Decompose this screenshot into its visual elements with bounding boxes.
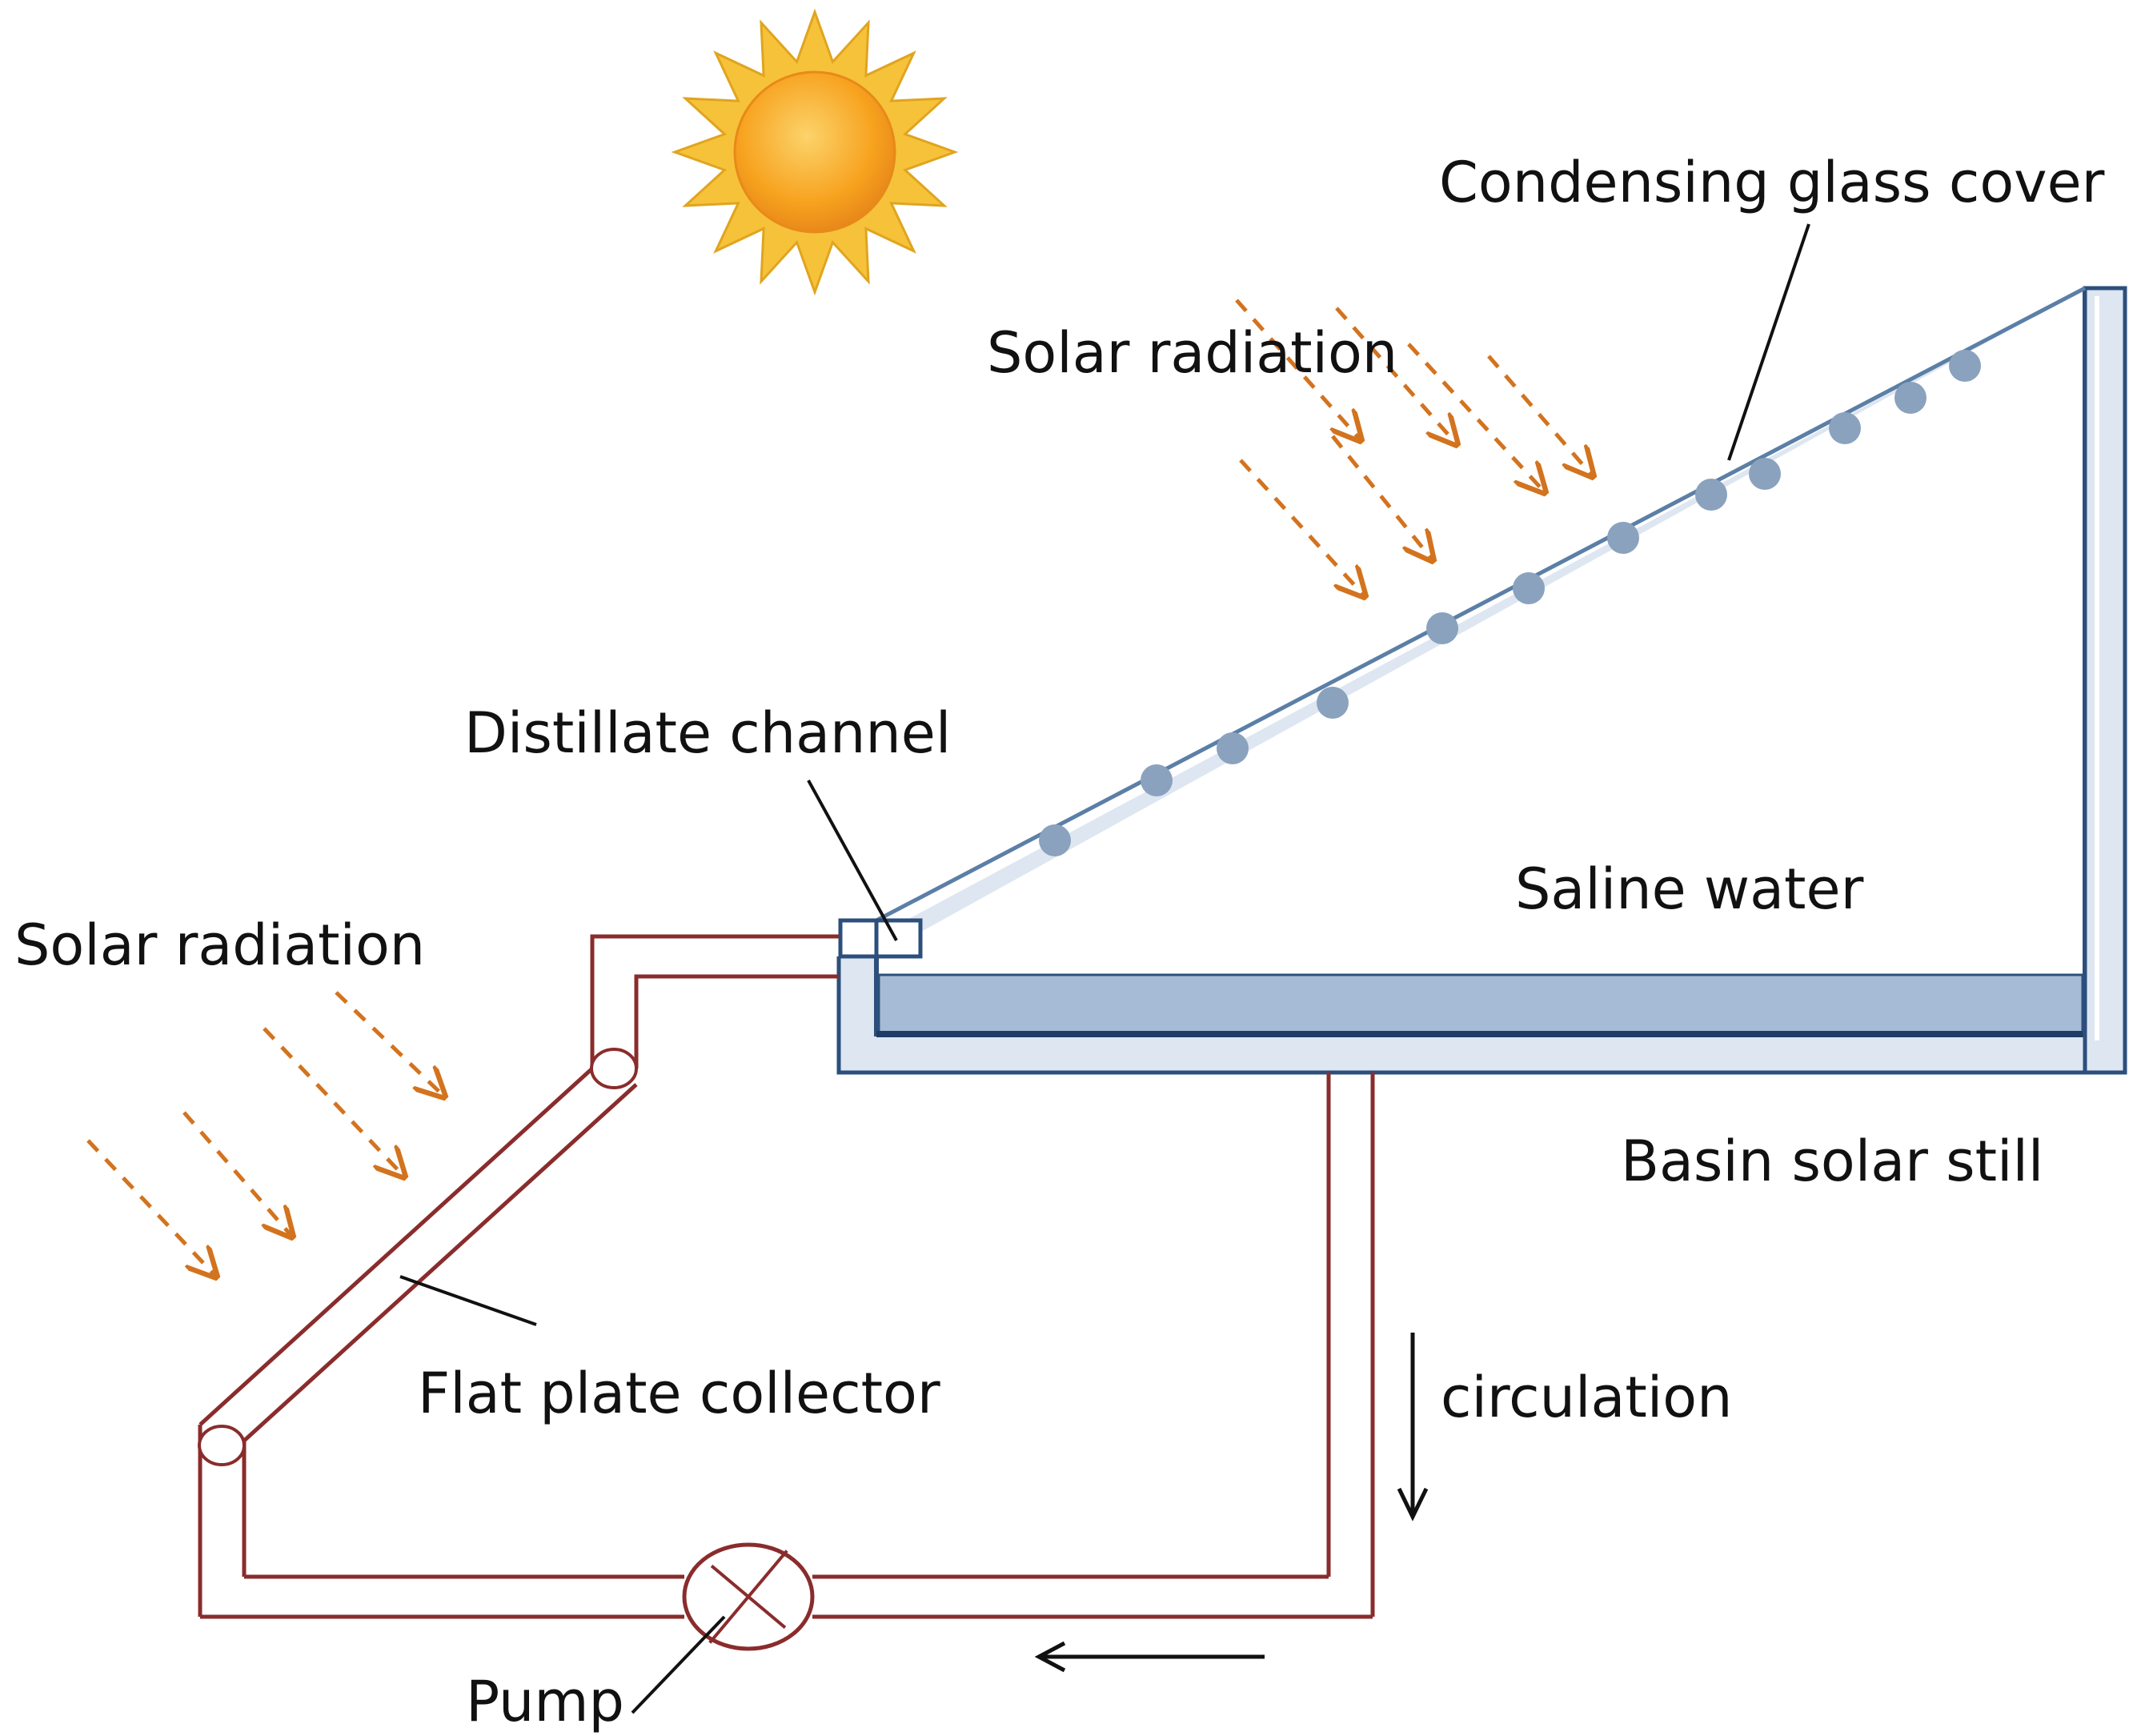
droplet [1949,350,1981,382]
leader-lines [399,223,1810,1714]
droplet [1039,824,1071,856]
circulation-piping [198,934,1375,1619]
label-distillate-channel: Distillate channel [464,700,951,766]
basin-solar-still [836,286,2127,1075]
label-flat-plate-collector: Flat plate collector [418,1361,940,1426]
droplet [1749,458,1781,490]
condensate-droplets [1039,350,1981,856]
droplet [1141,764,1173,796]
label-saline-water: Saline water [1515,856,1864,922]
label-pump: Pump [466,1669,624,1734]
droplet [1894,382,1927,414]
droplet [1317,687,1349,719]
sun-core [733,70,896,234]
collector-header-top [590,1048,638,1089]
collector-header-bottom [198,1425,246,1466]
label-solar-radiation-top: Solar radiation [987,320,1397,386]
label-solar-radiation-left: Solar radiation [14,912,425,978]
droplet [1217,732,1249,764]
distillate-channel [838,918,923,959]
droplet [1829,412,1861,444]
solar-radiation-arrows-top [1235,299,1593,596]
pump-icon [682,1542,815,1651]
right-wall [2083,286,2127,1075]
droplet [1513,572,1545,604]
sun-icon [671,8,959,296]
droplet [1695,479,1727,511]
solar-radiation-arrows-left [86,991,444,1277]
droplet [1607,522,1639,554]
label-condensing-glass-cover: Condensing glass cover [1439,150,2105,215]
condensing-glass-cover [875,286,2087,923]
droplet [1426,612,1458,644]
saline-water-layer [877,973,2084,1036]
label-circulation: circulation [1441,1365,1732,1430]
label-basin-solar-still: Basin solar still [1621,1129,2043,1194]
flow-arrows [1034,1333,1429,1673]
